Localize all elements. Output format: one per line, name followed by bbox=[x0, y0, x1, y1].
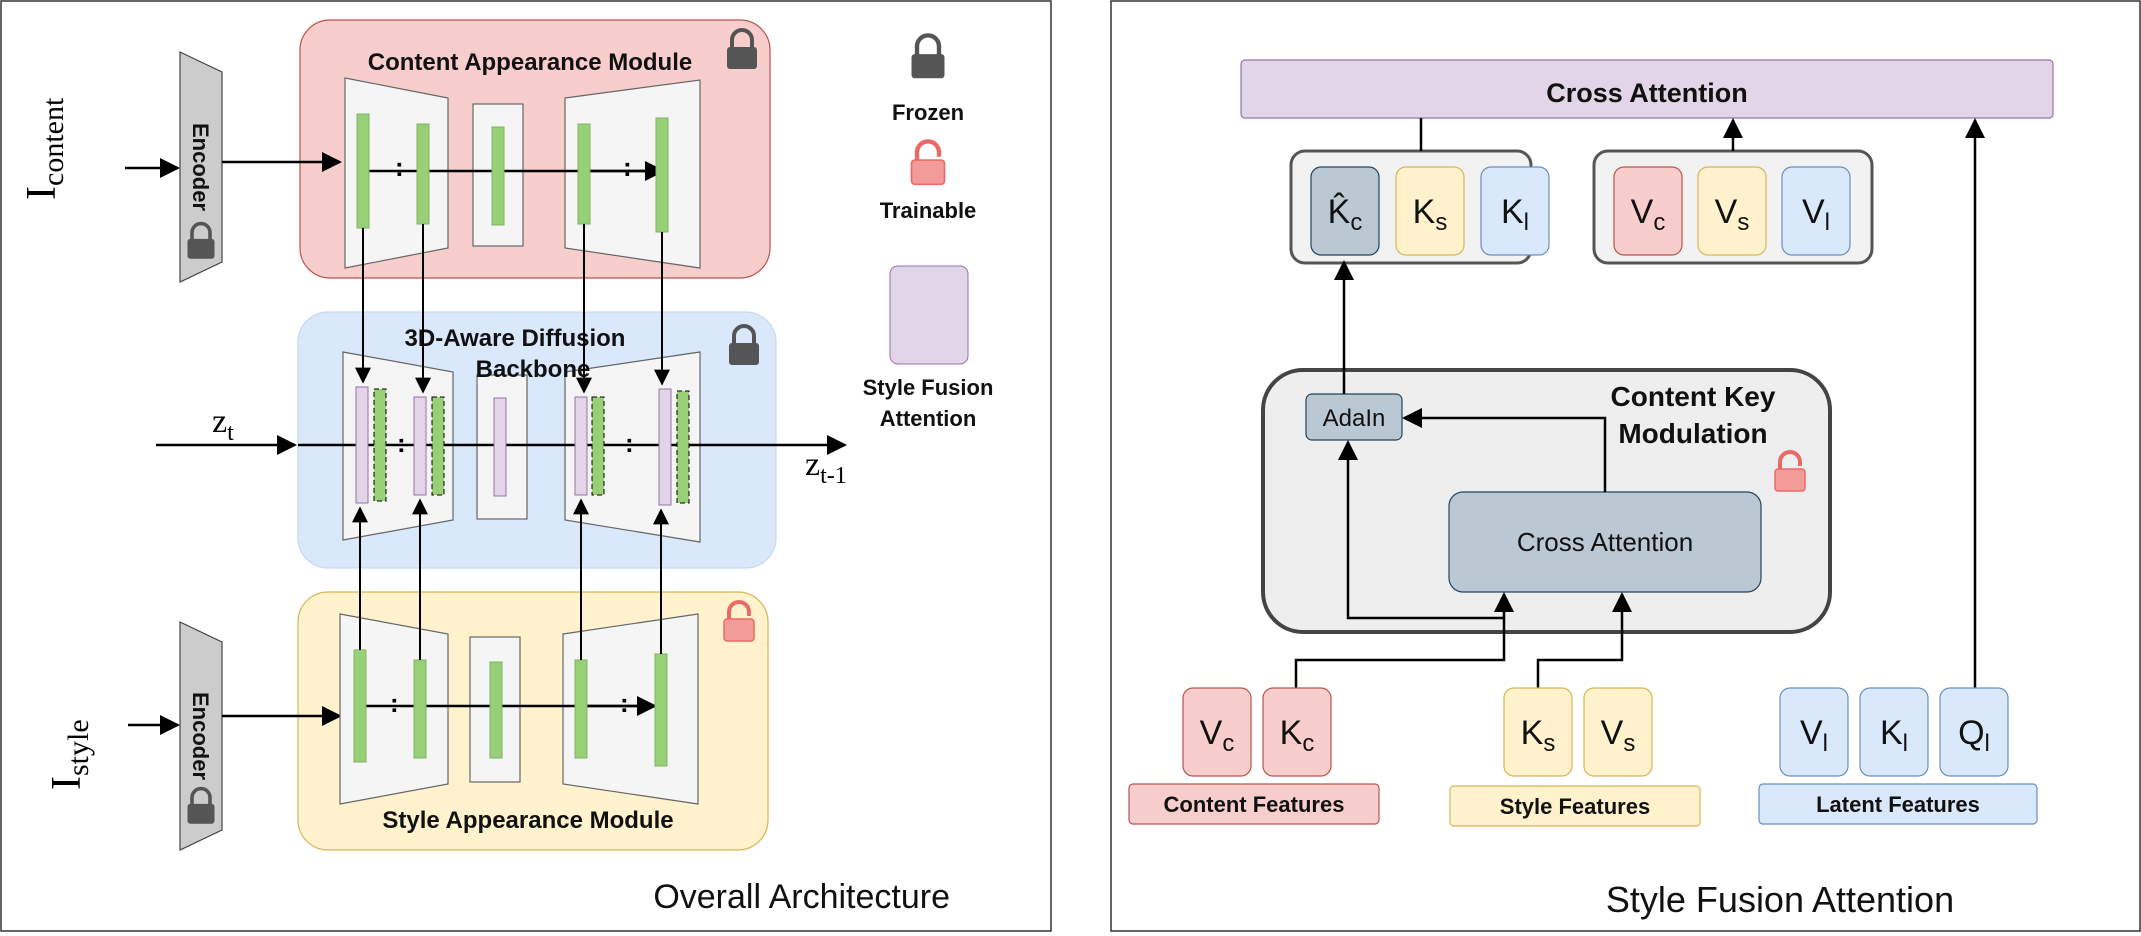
content-feature-token-1-label: Vc bbox=[1200, 714, 1235, 757]
backbone-green-bar-2 bbox=[431, 396, 445, 496]
value-token-3-label: Vl bbox=[1802, 193, 1830, 236]
style-green-bar-1 bbox=[353, 649, 367, 763]
latent-feature-token-v bbox=[1779, 687, 1849, 777]
legend-trainable-label: Trainable bbox=[880, 198, 977, 223]
content-ellipsis-1: : bbox=[395, 152, 404, 182]
style-green-bar-5 bbox=[654, 653, 668, 767]
adain-label: AdaIn bbox=[1323, 405, 1386, 432]
left-panel-caption: Overall Architecture bbox=[653, 878, 950, 916]
inner-cross-attention-label: Cross Attention bbox=[1517, 527, 1693, 557]
content-green-bar-2 bbox=[416, 123, 430, 225]
content-ellipsis-2: : bbox=[623, 152, 632, 182]
backbone-title-line1: 3D-Aware Diffusion bbox=[405, 325, 626, 352]
key-token-3-label: Kl bbox=[1501, 193, 1529, 236]
latent-feature-token-k bbox=[1859, 687, 1929, 777]
ckm-title-line2: Modulation bbox=[1618, 418, 1767, 449]
latent-feature-token-3-label: Ql bbox=[1958, 714, 1990, 757]
top-cross-attention-label: Cross Attention bbox=[1546, 78, 1748, 108]
style-feature-token-1-label: Ks bbox=[1521, 714, 1556, 757]
content-feature-token-2-label: Kc bbox=[1280, 714, 1315, 757]
style-features-label-box bbox=[1449, 785, 1701, 827]
style-feature-token-2-label: Vs bbox=[1601, 714, 1636, 757]
cross-attn-to-adain-arrow bbox=[1402, 408, 1607, 492]
ckm-title-line1: Content Key bbox=[1611, 381, 1776, 412]
backbone-green-bar-4 bbox=[676, 390, 690, 504]
style-features-label: Style Features bbox=[1500, 794, 1650, 819]
content-green-bar-5 bbox=[655, 117, 669, 233]
value-token-2-label: Vs bbox=[1715, 193, 1750, 236]
right-panel-caption: Style Fusion Attention bbox=[1606, 879, 1954, 920]
content-input-label: Icontent bbox=[19, 97, 70, 200]
backbone-sfa-bar-2 bbox=[413, 396, 427, 496]
content-key-to-cross-attn-arrow bbox=[1294, 592, 1514, 690]
backbone-green-bar-1 bbox=[373, 388, 387, 502]
backbone-title-line2: Backbone bbox=[476, 356, 591, 383]
style-green-bar-2 bbox=[413, 659, 427, 759]
latent-feature-token-q bbox=[1939, 687, 2009, 777]
legend-sfa-label-line1: Style Fusion bbox=[863, 375, 994, 400]
key-token-2-label: Ks bbox=[1413, 193, 1448, 236]
content-feature-token-k bbox=[1262, 687, 1332, 777]
style-feature-token-v bbox=[1583, 687, 1653, 777]
value-token-content bbox=[1613, 166, 1683, 256]
value-token-latent bbox=[1781, 166, 1851, 256]
style-key-to-cross-attn-arrow bbox=[1536, 592, 1632, 690]
value-token-style bbox=[1697, 166, 1767, 256]
key-token-content-modulated bbox=[1310, 166, 1380, 256]
legend-sfa-swatch bbox=[889, 265, 969, 365]
backbone-ellipsis-1: : bbox=[397, 428, 406, 458]
content-green-bar-4 bbox=[577, 123, 591, 225]
content-key-to-adain-arrow bbox=[1338, 440, 1504, 620]
content-green-bar-3 bbox=[491, 126, 505, 226]
encoder-top-shape bbox=[179, 51, 223, 283]
legend-sfa-label-line2: Attention bbox=[880, 406, 977, 431]
key-token-latent bbox=[1480, 166, 1550, 256]
content-features-label-box bbox=[1128, 783, 1380, 825]
content-feature-token-v bbox=[1182, 687, 1252, 777]
backbone-sfa-bar-3 bbox=[493, 397, 507, 497]
backbone-green-bar-3 bbox=[591, 396, 605, 496]
backbone-ellipsis-2: : bbox=[625, 428, 634, 458]
key-token-style bbox=[1395, 166, 1465, 256]
encoder-bottom-label: Encoder bbox=[188, 692, 213, 780]
backbone-sfa-bar-5 bbox=[658, 388, 672, 506]
style-feature-token-k bbox=[1503, 687, 1573, 777]
content-module-title: Content Appearance Module bbox=[368, 49, 692, 76]
content-green-bar-1 bbox=[356, 113, 370, 229]
latent-feature-token-2-label: Kl bbox=[1880, 714, 1908, 757]
backbone-sfa-bar-1 bbox=[355, 386, 369, 504]
latent-features-label: Latent Features bbox=[1816, 792, 1980, 817]
style-module-title: Style Appearance Module bbox=[382, 807, 673, 834]
key-token-1-label: K̂c bbox=[1328, 192, 1363, 236]
value-token-1-label: Vc bbox=[1631, 193, 1666, 236]
latent-features-label-box bbox=[1758, 783, 2038, 825]
style-ellipsis-1: : bbox=[390, 688, 399, 718]
style-green-bar-4 bbox=[574, 659, 588, 759]
backbone-sfa-bar-4 bbox=[574, 396, 588, 496]
latent-feature-token-1-label: Vl bbox=[1800, 714, 1828, 757]
encoder-top-label: Encoder bbox=[188, 123, 213, 211]
zt-minus-1-label: zt-1 bbox=[805, 446, 847, 489]
encoder-bottom-shape bbox=[179, 621, 223, 851]
content-features-label: Content Features bbox=[1164, 792, 1345, 817]
legend-frozen-label: Frozen bbox=[892, 100, 964, 125]
style-ellipsis-2: : bbox=[620, 688, 629, 718]
style-input-label: Istyle bbox=[44, 719, 95, 790]
style-green-bar-3 bbox=[489, 661, 503, 759]
top-cross-attention-box bbox=[1240, 59, 2054, 119]
zt-label: zt bbox=[212, 403, 234, 446]
